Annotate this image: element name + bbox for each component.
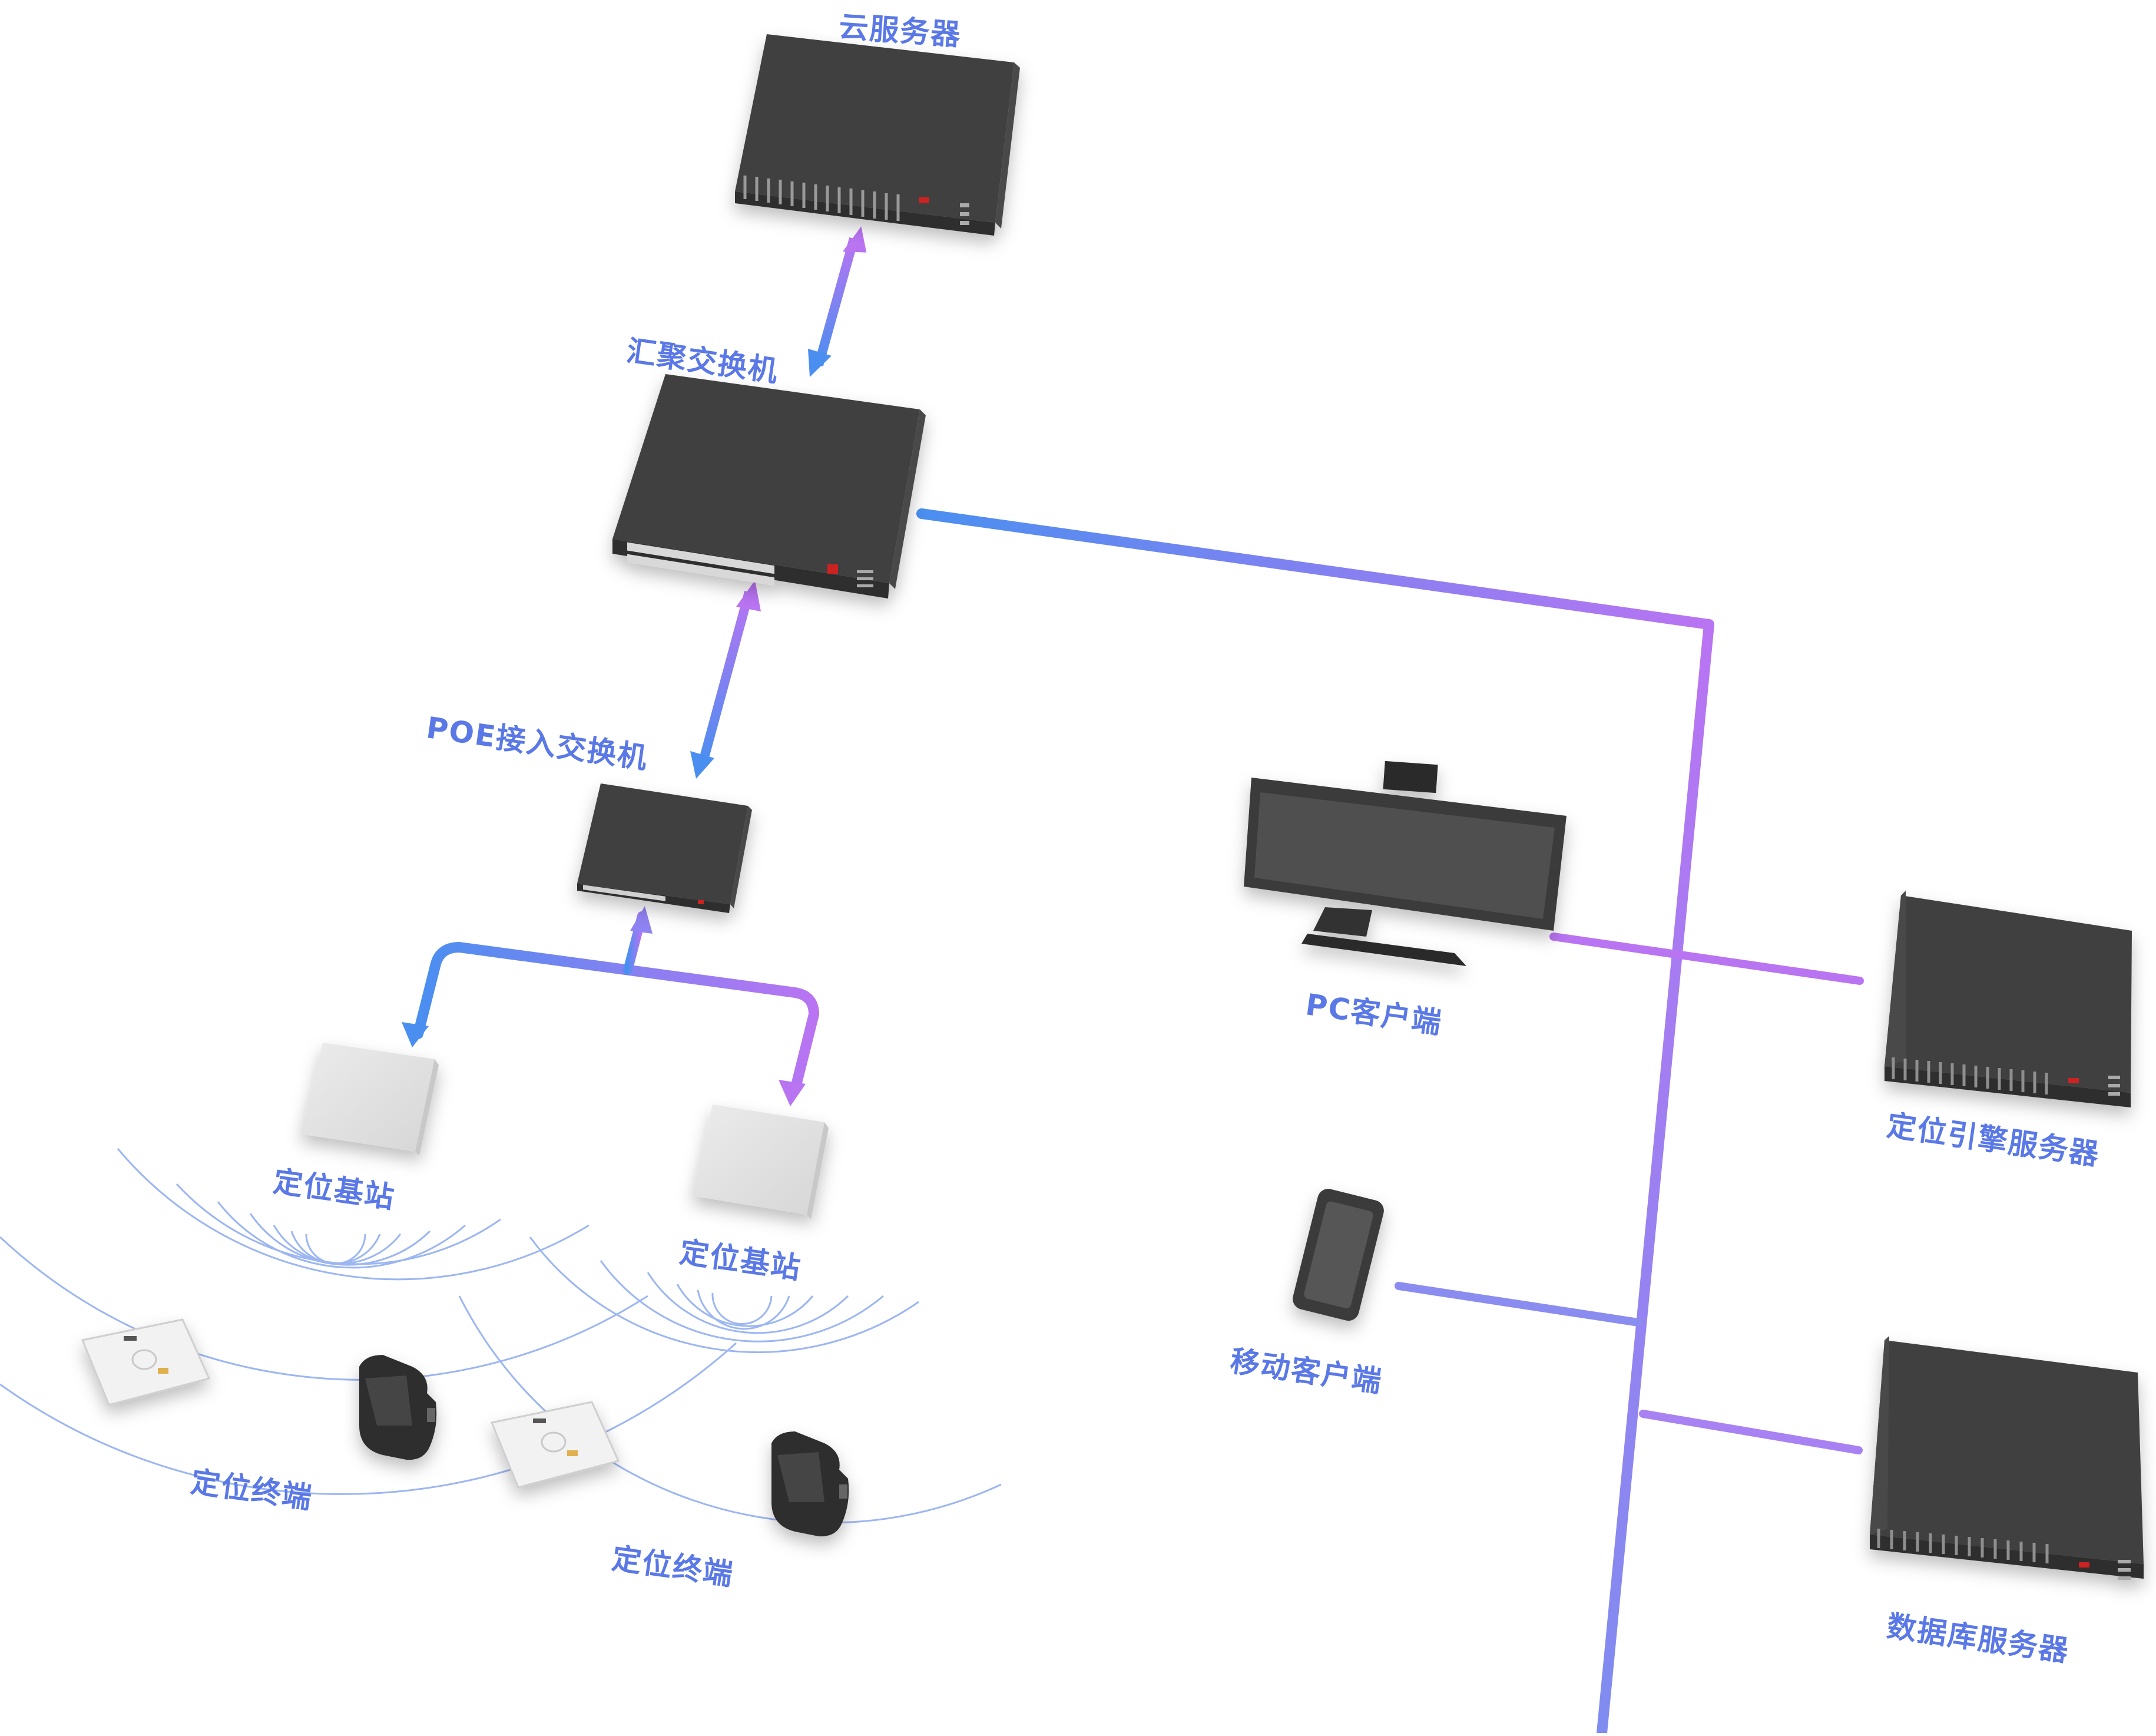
link-backbone-to-db [1639,1410,1863,1454]
wristband-1-icon [359,1355,437,1460]
tag-card-1-icon [81,1318,211,1406]
link-backbone [1597,619,1714,1736]
cloud-server-icon [735,34,1020,236]
links [413,508,1864,1736]
database-server-icon [1870,1336,2144,1580]
link-poe-branch [413,942,819,1095]
link-switch-to-backbone [916,508,1714,630]
pc-monitor-icon [1244,760,1567,966]
link-pc-to-engine [1549,933,1864,985]
wristband-2-icon [771,1431,849,1537]
cloud-server-label: 云服务器 [837,9,963,52]
aggregation-switch-icon [612,374,926,598]
tag-card-2-icon [490,1401,620,1489]
signal-rings-right [458,1236,1002,1524]
signal-rings-left [0,1148,737,1495]
base-station-2-icon [692,1105,829,1219]
positioning-engine-server-icon [1885,891,2132,1107]
poe-switch-icon [577,783,752,913]
mobile-phone-icon [1293,1189,1384,1321]
arrows [402,226,867,1106]
link-mobile-to-backbone [1395,1282,1642,1327]
base-station-1-icon [300,1043,439,1156]
